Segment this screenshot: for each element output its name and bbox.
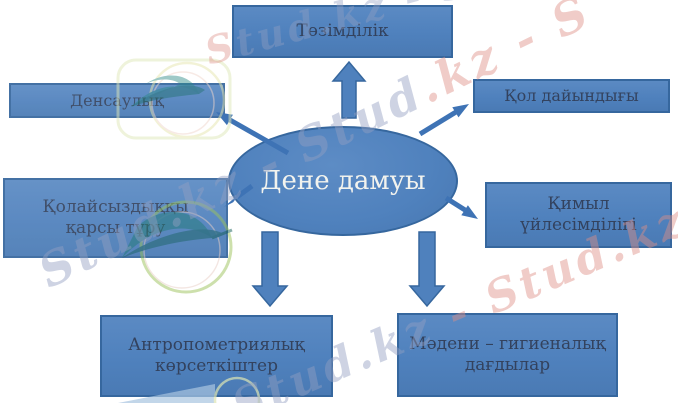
arrow-up: [331, 60, 367, 119]
node-resist-discomfort: Қолайсыздыққы қарсы тұру: [3, 178, 228, 258]
arrow-to-movement-coordination: [444, 195, 478, 219]
center-node-label: Дене дамуы: [260, 166, 426, 196]
node-hand-readiness-label: Қол дайындығы: [504, 86, 639, 105]
node-cultural-hygienic-label: Мәдени – гигиеналық дағдылар: [409, 333, 606, 375]
arrow-down-left: [251, 231, 289, 308]
node-anthropometric-label: Антропометриялық көрсеткіштер: [128, 334, 305, 376]
center-node: Дене дамуы: [228, 126, 458, 236]
node-health: Денсаулық: [9, 83, 225, 118]
node-movement-coordination-label: Қимыл үйлесімділігі: [520, 193, 637, 235]
node-anthropometric: Антропометриялық көрсеткіштер: [100, 315, 333, 397]
arrow-down-right: [408, 231, 446, 308]
node-health-label: Денсаулық: [70, 90, 164, 110]
node-movement-coordination: Қимыл үйлесімділігі: [485, 182, 672, 248]
node-resist-discomfort-label: Қолайсыздыққы қарсы тұру: [42, 196, 189, 238]
node-cultural-hygienic: Мәдени – гигиеналық дағдылар: [397, 313, 618, 397]
node-hand-readiness: Қол дайындығы: [473, 79, 670, 113]
node-endurance: Төзімділік: [232, 5, 453, 58]
node-endurance-label: Төзімділік: [296, 20, 389, 41]
arrow-to-hand-readiness: [418, 104, 469, 137]
